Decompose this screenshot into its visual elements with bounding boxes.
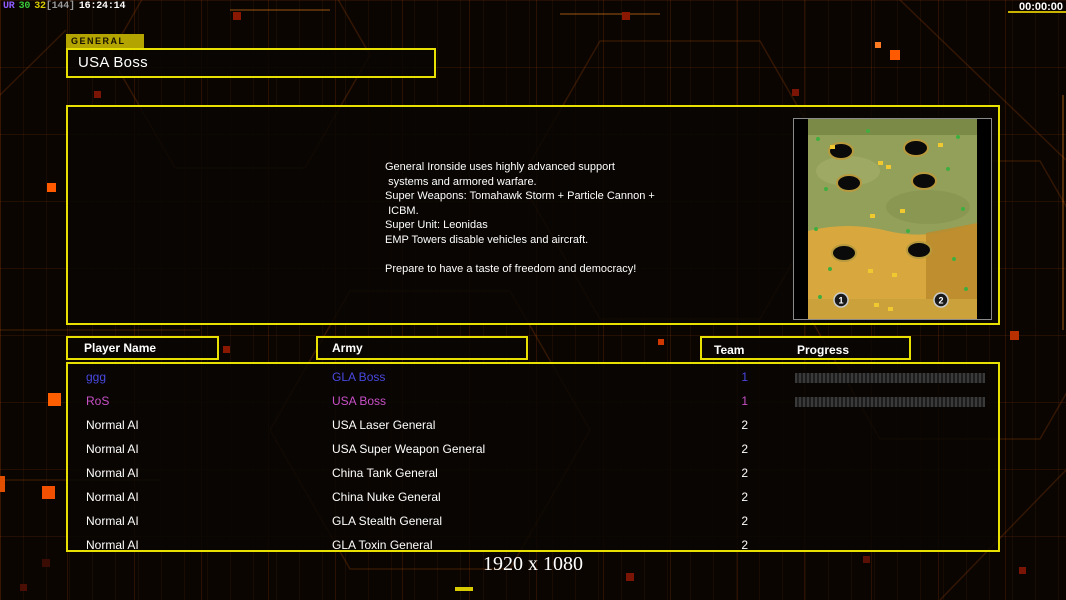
army-cell: USA Super Weapon General — [332, 442, 486, 456]
match-timer: 00:00:00 — [1018, 1, 1063, 13]
debug-clock: 16:24:14 — [78, 1, 126, 12]
header-team-progress: Team Progress — [700, 336, 911, 360]
map-start-2: 2 — [938, 296, 943, 306]
map-preview: 1 2 — [793, 118, 992, 320]
general-title-box: USA Boss — [66, 48, 436, 78]
debug-frames: [144] — [45, 1, 75, 12]
debug-poly: 32 — [34, 1, 46, 12]
deco-square — [863, 556, 870, 563]
army-cell: China Tank General — [332, 466, 438, 480]
deco-square — [42, 559, 50, 567]
debug-fps: 30 — [18, 1, 31, 12]
player-name-cell: ggg — [86, 370, 107, 384]
deco-square — [1008, 11, 1066, 13]
army-cell: USA Laser General — [332, 418, 436, 432]
player-row: Normal AI GLA Toxin General 2 — [68, 534, 998, 558]
player-row: Normal AI USA Laser General 2 — [68, 414, 998, 438]
deco-square — [94, 91, 101, 98]
player-rows: ggg GLA Boss 1 RoS USA Boss 1 Normal AI … — [68, 366, 998, 558]
army-cell: GLA Toxin General — [332, 538, 433, 552]
team-cell: 1 — [741, 394, 748, 408]
deco-square — [658, 339, 664, 345]
deco-square — [792, 89, 799, 96]
team-cell: 2 — [741, 514, 748, 528]
deco-square — [875, 42, 881, 48]
player-row: RoS USA Boss 1 — [68, 390, 998, 414]
deco-square — [0, 476, 5, 492]
header-team: Team — [714, 343, 745, 357]
player-table: ggg GLA Boss 1 RoS USA Boss 1 Normal AI … — [66, 362, 1000, 552]
team-cell: 2 — [741, 466, 748, 480]
header-progress: Progress — [797, 343, 850, 357]
deco-square — [1019, 567, 1026, 574]
general-description: General Ironside uses highly advanced su… — [385, 161, 655, 275]
header-army: Army — [316, 336, 528, 360]
deco-square — [48, 393, 61, 406]
player-name-cell: Normal AI — [86, 514, 139, 528]
deco-square — [20, 584, 27, 591]
general-tab-label: GENERAL — [66, 34, 144, 48]
player-name-cell: Normal AI — [86, 490, 139, 504]
player-name-cell: RoS — [86, 394, 110, 408]
deco-square — [233, 12, 241, 20]
deco-square — [455, 587, 473, 591]
deco-square — [42, 486, 55, 499]
deco-square — [47, 183, 56, 192]
deco-square — [622, 12, 630, 20]
army-cell: China Nuke General — [332, 490, 441, 504]
general-name: USA Boss — [78, 54, 148, 71]
player-name-cell: Normal AI — [86, 418, 139, 432]
resolution-label: 1920 x 1080 — [483, 553, 583, 575]
map-preview-image: 1 2 — [794, 119, 991, 319]
deco-square — [1010, 331, 1019, 340]
player-name-cell: Normal AI — [86, 538, 139, 552]
army-cell: GLA Stealth General — [332, 514, 443, 528]
player-row: ggg GLA Boss 1 — [68, 366, 998, 390]
player-row: Normal AI China Nuke General 2 — [68, 486, 998, 510]
debug-ur: UR — [3, 1, 15, 12]
team-cell: 2 — [741, 490, 748, 504]
player-name-cell: Normal AI — [86, 442, 139, 456]
team-cell: 1 — [741, 370, 748, 384]
progress-bar — [795, 373, 985, 383]
player-row: Normal AI GLA Stealth General 2 — [68, 510, 998, 534]
header-player-name: Player Name — [66, 336, 219, 360]
army-cell: GLA Boss — [332, 370, 386, 384]
deco-square — [626, 573, 634, 581]
team-cell: 2 — [741, 538, 748, 552]
army-cell: USA Boss — [332, 394, 387, 408]
team-cell: 2 — [741, 442, 748, 456]
deco-square — [223, 346, 230, 353]
player-name-cell: Normal AI — [86, 466, 139, 480]
general-info-panel: General Ironside uses highly advanced su… — [66, 105, 1000, 325]
player-row: Normal AI USA Super Weapon General 2 — [68, 438, 998, 462]
progress-bar — [795, 397, 985, 407]
map-start-1: 1 — [838, 296, 843, 306]
player-row: Normal AI China Tank General 2 — [68, 462, 998, 486]
team-cell: 2 — [741, 418, 748, 432]
deco-square — [890, 50, 900, 60]
